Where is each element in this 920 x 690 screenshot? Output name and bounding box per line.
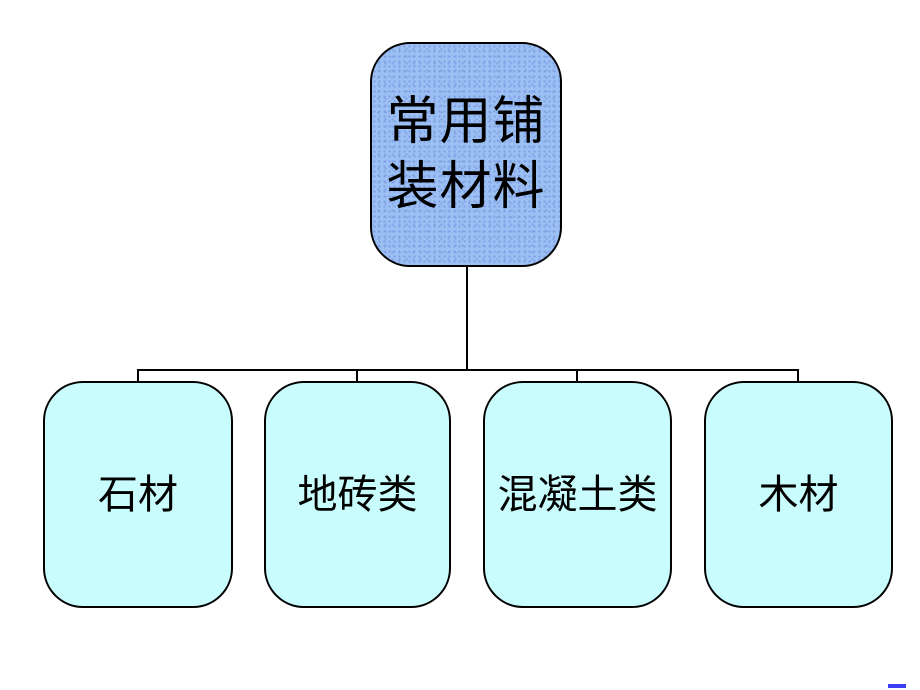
node-concrete-label: 混凝土类 xyxy=(497,471,658,517)
connector-horizontal-bar xyxy=(137,369,799,371)
connector-root-vertical xyxy=(466,266,468,371)
node-stone[interactable]: 石材 xyxy=(43,381,233,608)
node-root-paving-materials[interactable]: 常用铺 装材料 xyxy=(370,42,562,267)
node-wood[interactable]: 木材 xyxy=(704,381,893,608)
connector-stub-concrete xyxy=(576,371,578,382)
root-label-line1: 常用铺 xyxy=(386,93,546,151)
node-floor-tile[interactable]: 地砖类 xyxy=(264,381,451,608)
node-stone-label: 石材 xyxy=(98,471,178,517)
node-floor-tile-label: 地砖类 xyxy=(297,471,418,517)
corner-marker xyxy=(888,684,906,688)
connector-stub-stone xyxy=(137,371,139,382)
node-wood-label: 木材 xyxy=(758,471,839,517)
node-concrete[interactable]: 混凝土类 xyxy=(483,381,672,608)
root-label-line2: 装材料 xyxy=(386,158,546,216)
connector-stub-wood xyxy=(797,371,799,382)
connector-stub-floor-tile xyxy=(356,371,358,382)
